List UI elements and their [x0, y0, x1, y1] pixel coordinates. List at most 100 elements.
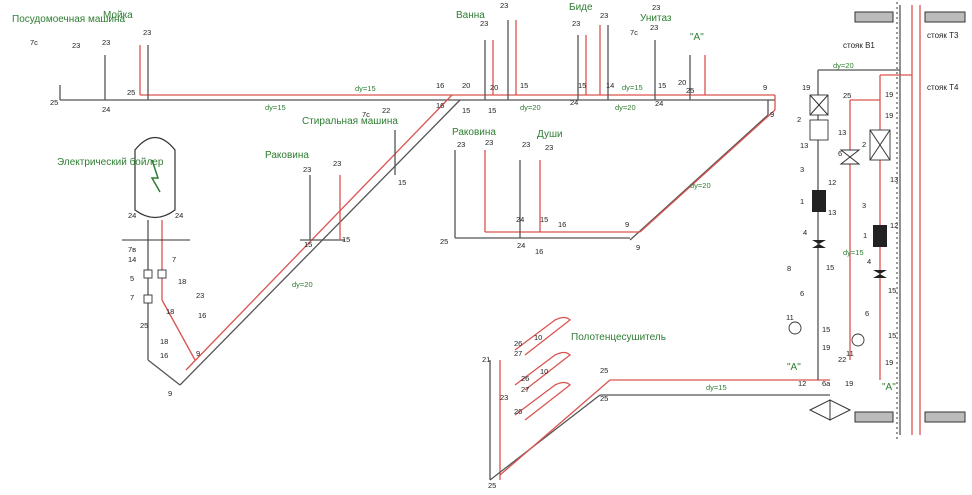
num-3-right-a: 3 [800, 165, 804, 174]
meter-assemblies [788, 69, 912, 421]
num-25-mid: 25 [440, 237, 448, 246]
num-11-right-b: 11 [846, 349, 854, 358]
num-23-washbasin-mid: 23 [457, 140, 465, 149]
num-25-dishwasher: 25 [50, 98, 58, 107]
num-15-right-a-b: 15 [822, 325, 830, 334]
num-6-right-mid: 6 [838, 149, 842, 158]
num-14-bidet: 14 [606, 81, 614, 90]
num-6a-bottom: 6а [822, 379, 831, 388]
num-10-towel: 10 [534, 333, 542, 342]
num-27-towel: 27 [514, 349, 522, 358]
num-13-right-b: 13 [890, 175, 898, 184]
num-20-main-b: 20 [490, 83, 498, 92]
num-23-dishwasher: 23 [72, 41, 80, 50]
num-7c-dishwasher: 7с [30, 38, 38, 47]
num-19-right-a-b: 19 [822, 343, 830, 352]
num-9-mid-b: 9 [636, 243, 640, 252]
label-sink-kitchen: Мойка [103, 10, 133, 21]
num-19-bottom: 19 [845, 379, 853, 388]
num-12-bottom: 12 [798, 379, 806, 388]
label-bath: Ванна [456, 10, 485, 21]
num-4-right-b: 4 [867, 257, 871, 266]
num-12-right-b: 12 [890, 221, 898, 230]
num-1-right-a: 1 [800, 197, 804, 206]
num-23-washbasin-left: 23 [303, 165, 311, 174]
num-9-mid: 9 [625, 220, 629, 229]
num-15-bidet: 15 [578, 81, 586, 90]
num-23-bidet-b: 23 [600, 11, 608, 20]
num-23-kitchen-b: 23 [143, 28, 151, 37]
num-10-towel-b: 10 [540, 367, 548, 376]
num-26-towel: 26 [514, 339, 522, 348]
num-15-right-b: 15 [888, 286, 896, 295]
num-25-towel-c: 25 [488, 481, 496, 490]
num-2-right-b: 2 [862, 140, 866, 149]
num-16-boiler-b: 16 [160, 351, 168, 360]
label-dishwasher: Посудомоечная машина [12, 14, 126, 25]
num-3-right-b: 3 [862, 201, 866, 210]
dim-dy20-top: dy=20 [520, 103, 541, 112]
label-bidet: Биде [569, 2, 593, 13]
num-24-shower: 24 [516, 215, 524, 224]
num-1-right-b: 1 [863, 231, 867, 240]
num-25-towel: 25 [600, 366, 608, 375]
top-mains [59, 20, 776, 115]
diagonal-pipes [179, 94, 776, 386]
num-23-toilet: 23 [652, 3, 660, 12]
num-9-main-end-b: 9 [770, 110, 774, 119]
dim-dy20-diag-left: dy=20 [292, 280, 313, 289]
towel-rail [489, 316, 830, 481]
num-8-right: 8 [787, 264, 791, 273]
label-washer: Стиральная машина [302, 116, 398, 127]
num-19-right-a: 19 [802, 83, 810, 92]
num-22-right: 22 [838, 355, 846, 364]
num-20-toilet: 20 [678, 78, 686, 87]
num-20-main: 20 [462, 81, 470, 90]
num-9-boiler: 9 [196, 349, 200, 358]
num-19-right-b: 19 [885, 90, 893, 99]
num-15-right-a: 15 [826, 263, 834, 272]
dim-dy15-towel: dy=15 [706, 383, 727, 392]
num-23-washbasin-left-b: 23 [333, 159, 341, 168]
num-26-towel-c: 26 [514, 407, 522, 416]
num-23-boiler: 23 [196, 291, 204, 300]
num-25-boiler: 25 [140, 321, 148, 330]
num-15-washbasin-left-b: 15 [342, 235, 350, 244]
dim-dy20-diag-right: dy=20 [690, 181, 711, 190]
num-16-main: 16 [436, 81, 444, 90]
dim-dy15-top: dy=15 [265, 103, 286, 112]
num-16-main-b: 16 [436, 101, 444, 110]
num-16-mid: 16 [535, 247, 543, 256]
dim-dy15-toilet: dy=15 [622, 83, 643, 92]
num-13-right-a: 13 [800, 141, 808, 150]
num-15-main: 15 [462, 106, 470, 115]
num-13-right-mid: 13 [838, 128, 846, 137]
num-18-boiler-c: 18 [160, 337, 168, 346]
num-15-bath: 15 [520, 81, 528, 90]
num-23-kitchen: 23 [102, 38, 110, 47]
label-washbasin-mid: Раковина [452, 127, 496, 138]
num-23-shower-b: 23 [545, 143, 553, 152]
num-18-boiler-b: 18 [166, 307, 174, 316]
num-25-toilet: 25 [686, 86, 694, 95]
label-riser-b1: стояк В1 [843, 41, 875, 50]
dim-dy15-top-red: dy=15 [355, 84, 376, 93]
num-24-mid: 24 [517, 241, 525, 250]
num-15-right-b-b: 15 [888, 331, 896, 340]
num-23-bath: 23 [480, 19, 488, 28]
mark-a-top: "А" [690, 32, 704, 43]
num-22-washer: 22 [382, 106, 390, 115]
num-25-towel-b: 25 [600, 394, 608, 403]
num-23-shower: 23 [522, 140, 530, 149]
mark-a-right: "А" [882, 382, 896, 393]
num-23-bath-b: 23 [500, 1, 508, 10]
num-12-right-a: 12 [828, 178, 836, 187]
num-23-towel: 23 [500, 393, 508, 402]
num-19-right-b-b: 19 [885, 111, 893, 120]
num-21-towel: 21 [482, 355, 490, 364]
num-7c-toilet: 7с [630, 28, 638, 37]
wall-slabs [854, 11, 966, 423]
label-shower: Души [537, 129, 563, 140]
num-9-boiler-b: 9 [168, 389, 172, 398]
label-riser-t4: стояк Т4 [927, 83, 959, 92]
